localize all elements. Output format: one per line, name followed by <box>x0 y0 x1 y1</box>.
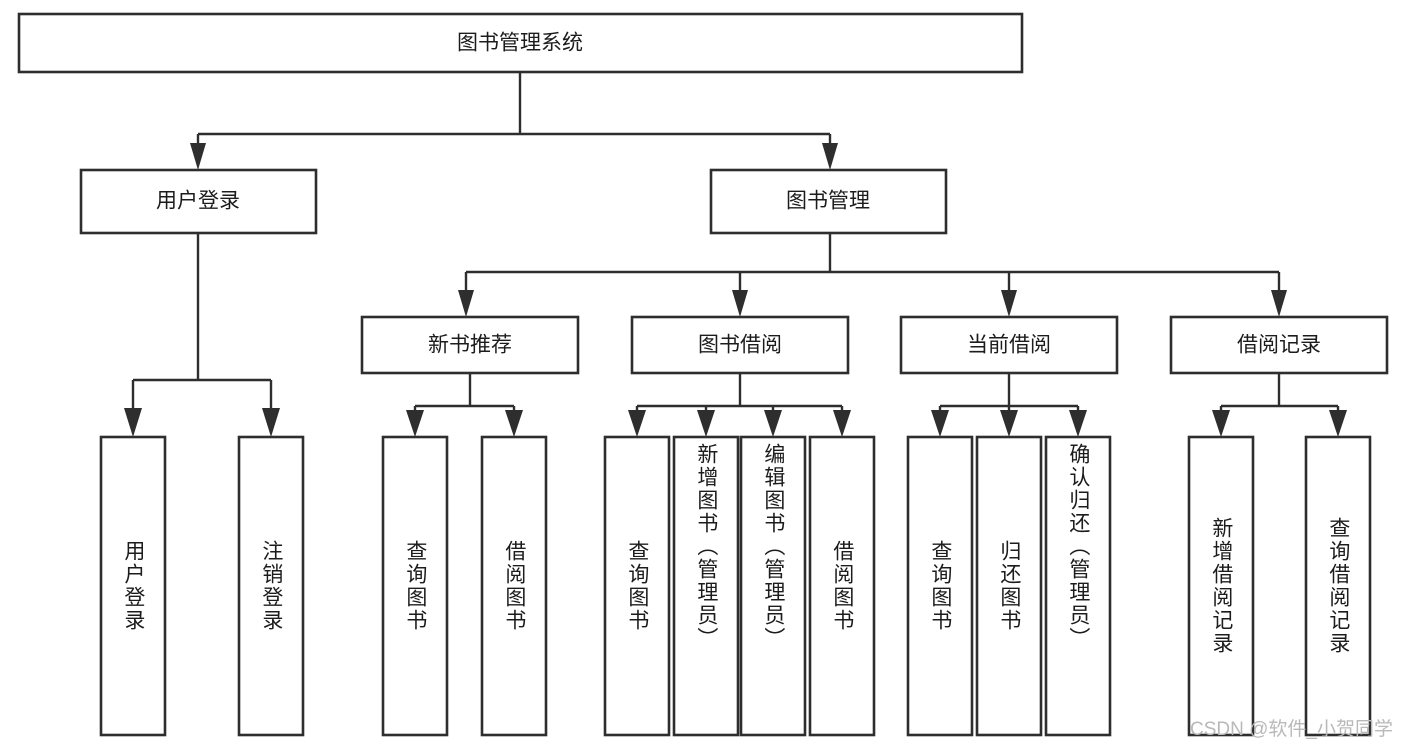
node-borrow-record-label: 借阅记录 <box>1237 334 1321 357</box>
node-new-book-recommend-box[interactable] <box>360 315 580 375</box>
leaf-box-add-borrow-record[interactable] <box>1187 435 1255 737</box>
leaf-box-borrow-book-2[interactable] <box>808 435 876 737</box>
node-book-management-label: 图书管理 <box>786 190 870 213</box>
arrow-head-borrow-record <box>1271 290 1287 317</box>
node-current-borrow-label: 当前借阅 <box>967 334 1051 357</box>
connector-group-root <box>190 72 838 170</box>
arrow-head-leaf-edit-book <box>764 410 782 437</box>
leaf-box-query-borrow-record[interactable] <box>1304 435 1372 737</box>
connector-group-borrow-record <box>1212 373 1347 437</box>
arrow-head-leaf-logout-login <box>262 408 280 437</box>
leaf-box-logout-login[interactable] <box>237 435 305 737</box>
arrow-head-new-book-recommend <box>458 290 474 317</box>
arrow-head-leaf-query-borrow-record <box>1329 410 1347 437</box>
arrow-head-leaf-user-login <box>124 408 142 437</box>
leaf-box-query-book-3[interactable] <box>906 435 974 737</box>
node-book-management-box[interactable] <box>709 168 948 235</box>
node-current-borrow-box[interactable] <box>899 315 1119 375</box>
arrow-head-leaf-query-book-2 <box>628 410 646 437</box>
leaf-box-return-book[interactable] <box>975 435 1043 737</box>
node-borrow-record-box[interactable] <box>1169 315 1389 375</box>
arrow-head-leaf-query-book-3 <box>931 410 949 437</box>
arrow-head-leaf-add-book <box>697 410 715 437</box>
connector-group-new-book-recommend <box>406 373 523 437</box>
node-user-login-label: 用户登录 <box>156 190 240 213</box>
leaf-box-borrow-book-1[interactable] <box>480 435 548 737</box>
connector-group-book-management <box>458 233 1287 317</box>
arrow-head-book-borrow <box>732 290 748 317</box>
arrow-head-book-management <box>822 143 838 170</box>
leaf-box-query-book-2[interactable] <box>603 435 671 737</box>
arrow-head-leaf-add-borrow-record <box>1212 410 1230 437</box>
connector-group-user-login <box>124 233 280 437</box>
leaf-box-edit-book[interactable] <box>739 435 807 737</box>
leaf-box-query-book-1[interactable] <box>381 435 449 737</box>
arrow-head-current-borrow <box>1001 290 1017 317</box>
arrow-head-leaf-confirm-return <box>1069 410 1087 437</box>
arrow-head-leaf-return-book <box>1000 410 1018 437</box>
arrow-head-leaf-borrow-book-2 <box>833 410 851 437</box>
leaf-box-confirm-return[interactable] <box>1044 435 1112 737</box>
node-new-book-recommend-label: 新书推荐 <box>428 334 512 357</box>
connector-group-book-borrow <box>628 373 851 437</box>
leaf-box-user-login[interactable] <box>99 435 167 737</box>
connector-group-current-borrow <box>931 373 1087 437</box>
arrow-head-leaf-query-book-1 <box>406 410 424 437</box>
arrow-head-user-login <box>190 143 206 170</box>
node-book-borrow-box[interactable] <box>630 315 850 375</box>
node-book-borrow-label: 图书借阅 <box>698 334 782 357</box>
node-user-login-box[interactable] <box>79 168 318 235</box>
leaf-box-add-book[interactable] <box>672 435 740 737</box>
node-title-box[interactable] <box>17 12 1024 74</box>
arrow-head-leaf-borrow-book-1 <box>505 410 523 437</box>
node-title-label: 图书管理系统 <box>457 32 583 55</box>
